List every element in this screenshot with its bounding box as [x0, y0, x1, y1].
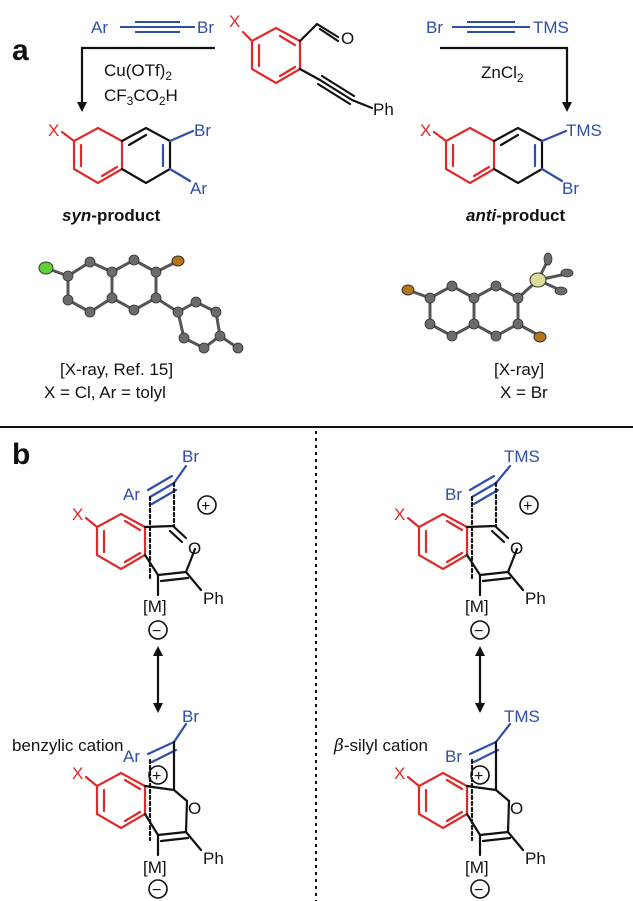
right-top-minus-charge: − — [470, 620, 490, 640]
right-bottom-tms: TMS — [504, 707, 540, 726]
left-bottom-ph: Ph — [203, 849, 224, 868]
left-top-o: O — [188, 539, 201, 558]
svg-text:−: − — [474, 623, 483, 640]
right-reagent-tms: TMS — [533, 18, 569, 37]
left-bottom-plus-charge: + — [148, 765, 168, 785]
right-condition-1: ZnCl2 — [481, 63, 524, 85]
right-bottom-plus-charge: + — [470, 765, 490, 785]
starting-material-x: X — [229, 12, 240, 31]
left-condition-1: Cu(OTf)2 — [104, 61, 172, 83]
right-bottom-m: [M] — [465, 858, 489, 877]
left-bottom-br: Br — [182, 707, 199, 726]
xray-left-line1: [X-ray, Ref. 15] — [60, 360, 173, 379]
syn-label-rest: -product — [91, 206, 160, 225]
left-alkyne — [120, 21, 195, 33]
right-top-tms: TMS — [504, 447, 540, 466]
svg-text:−: − — [474, 882, 483, 899]
left-reagent-ar: Ar — [91, 18, 108, 37]
anti-label-rest: -product — [496, 206, 565, 225]
xray-left-line2: X = Cl, Ar = tolyl — [44, 383, 166, 402]
left-ts-top — [84, 464, 203, 597]
left-reaction-arrow — [77, 46, 215, 112]
anti-product-br: Br — [562, 179, 579, 198]
svg-text:+: + — [152, 768, 161, 785]
anti-product-tms: TMS — [566, 121, 602, 140]
anti-label-italic: anti — [466, 206, 498, 225]
xray-structure-right — [401, 252, 574, 343]
right-bottom-ph: Ph — [525, 849, 546, 868]
svg-text:−: − — [152, 623, 161, 640]
anti-product-structure — [432, 126, 568, 185]
xray-structure-left — [38, 254, 244, 354]
left-top-ar: Ar — [123, 485, 140, 504]
right-top-x: X — [394, 505, 405, 524]
benzylic-cation-label: benzylic cation — [12, 736, 124, 755]
anti-product-label: anti-product — [466, 206, 566, 225]
panel-b-label: b — [12, 438, 30, 471]
left-bottom-o: O — [188, 799, 201, 818]
right-ts-top — [406, 464, 525, 597]
left-condition-2: CF3CO2H — [104, 86, 178, 108]
syn-product-ar: Ar — [190, 179, 207, 198]
phenyl-label: Ph — [373, 100, 394, 119]
xray-right-line1: [X-ray] — [494, 360, 544, 379]
right-top-m: [M] — [465, 597, 489, 616]
left-top-br: Br — [182, 447, 199, 466]
left-bottom-minus-charge: − — [148, 879, 168, 899]
right-reaction-arrow — [440, 46, 572, 112]
right-alkyne — [452, 21, 530, 33]
left-bottom-x: X — [72, 764, 83, 783]
syn-product-structure — [60, 126, 195, 185]
left-top-plus-charge: + — [197, 495, 217, 515]
aldehyde-oxygen: O — [341, 29, 354, 48]
right-top-plus-charge: + — [519, 495, 539, 515]
syn-product-br: Br — [194, 121, 211, 140]
left-bottom-m: [M] — [143, 858, 167, 877]
svg-text:+: + — [523, 498, 532, 515]
right-top-ph: Ph — [525, 589, 546, 608]
right-ts-bottom — [406, 722, 525, 857]
left-bottom-ar: Ar — [123, 747, 140, 766]
right-reagent-br: Br — [426, 18, 443, 37]
svg-text:−: − — [152, 882, 161, 899]
right-bottom-minus-charge: − — [470, 879, 490, 899]
syn-product-label: syn-product — [62, 206, 161, 225]
starting-material — [241, 22, 374, 110]
right-bottom-o: O — [510, 799, 523, 818]
syn-label-italic: syn — [62, 206, 91, 225]
left-top-ph: Ph — [203, 589, 224, 608]
right-bottom-x: X — [394, 764, 405, 783]
left-ts-bottom — [84, 722, 203, 857]
left-top-x: X — [72, 505, 83, 524]
anti-product-x: X — [420, 121, 431, 140]
left-top-m: [M] — [143, 597, 167, 616]
syn-product-x: X — [48, 121, 59, 140]
svg-text:+: + — [474, 768, 483, 785]
xray-right-line2: X = Br — [500, 383, 548, 402]
panel-a-label: a — [12, 34, 29, 67]
beta-silyl-cation-label: β-silyl cation — [333, 736, 428, 756]
svg-text:+: + — [201, 498, 210, 515]
left-top-minus-charge: − — [148, 620, 168, 640]
left-reagent-br: Br — [197, 18, 214, 37]
right-bottom-br: Br — [445, 747, 462, 766]
right-top-br: Br — [445, 485, 462, 504]
right-top-o: O — [510, 539, 523, 558]
